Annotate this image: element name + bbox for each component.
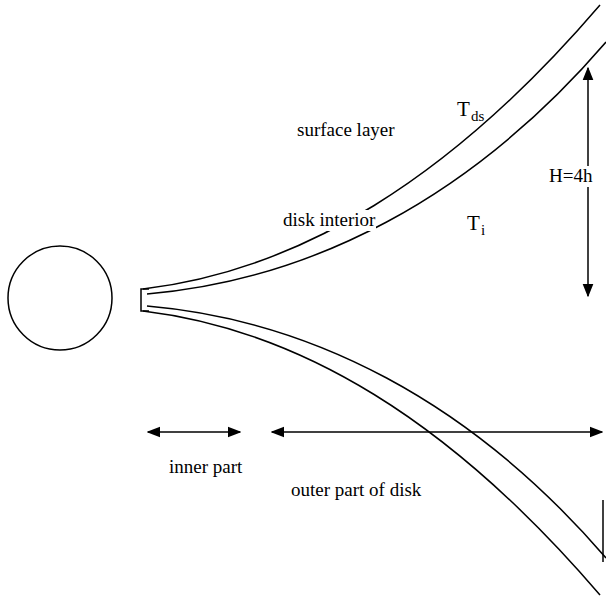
region-label: surface layer [296, 120, 396, 141]
inner-part-arrow [148, 431, 240, 433]
disk-lower-surface [143, 311, 600, 595]
temperature-symbol: T [456, 98, 471, 121]
temperature-subscript: ds [470, 108, 485, 125]
disk-inner-rim [141, 289, 149, 311]
surface-layer-lower-boundary [147, 306, 606, 558]
region-label: outer part of disk [290, 480, 422, 501]
dimension-label: H=4h [548, 166, 593, 187]
edge-tick [602, 500, 604, 562]
temperature-subscript: i [480, 222, 486, 239]
disk-upper-surface [143, 5, 600, 289]
temperature-symbol: T [466, 212, 481, 235]
region-label: inner part [168, 457, 243, 478]
surface-layer-upper-boundary [147, 42, 606, 294]
star-circle [8, 246, 112, 350]
region-label: disk interior [282, 210, 376, 231]
outer-part-arrow [272, 431, 602, 433]
